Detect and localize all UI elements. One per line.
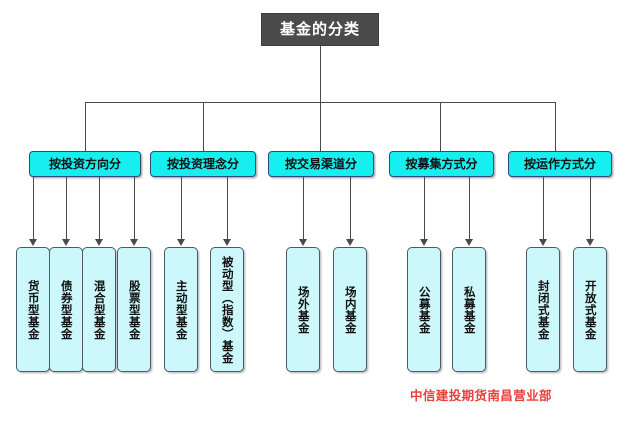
connector-arrow-head-4-2 bbox=[464, 239, 473, 246]
leaf-node-equity-fund: 股票型基金 bbox=[117, 247, 151, 372]
leaf-node-label: 公募基金 bbox=[417, 285, 432, 334]
category-node-label: 按运作方式分 bbox=[523, 157, 596, 171]
connector-drop-category-3 bbox=[319, 102, 321, 151]
leaf-node-active-fund: 主动型基金 bbox=[164, 247, 198, 372]
connector-arrow-line-1-4 bbox=[134, 177, 135, 240]
leaf-node-money-market-fund: 货币型基金 bbox=[16, 247, 50, 372]
footer-attribution: 中信建投期货南昌营业部 bbox=[410, 388, 552, 403]
leaf-node-exchange-traded-fund: 场内基金 bbox=[333, 247, 367, 372]
connector-arrow-line-2-1 bbox=[181, 177, 182, 240]
leaf-node-label: 货币型基金 bbox=[26, 279, 41, 340]
connector-drop-category-5 bbox=[555, 102, 556, 151]
connector-arrow-head-3-2 bbox=[345, 239, 354, 246]
connector-arrow-line-4-2 bbox=[469, 177, 470, 240]
connector-arrow-head-3-1 bbox=[298, 239, 307, 246]
leaf-node-label: 被动型（指数）基金 bbox=[220, 255, 235, 364]
leaf-node-label: 私募基金 bbox=[462, 285, 477, 334]
connector-arrow-line-2-2 bbox=[227, 177, 228, 240]
connector-arrow-head-2-2 bbox=[222, 239, 231, 246]
connector-arrow-line-3-2 bbox=[350, 177, 351, 240]
connector-arrow-head-5-1 bbox=[538, 239, 547, 246]
leaf-node-label: 场外基金 bbox=[296, 285, 311, 334]
leaf-node-label: 场内基金 bbox=[343, 285, 358, 334]
connector-arrow-head-1-3 bbox=[94, 239, 103, 246]
leaf-node-private-placement-fund: 私募基金 bbox=[452, 247, 486, 372]
leaf-node-passive-index-fund: 被动型（指数）基金 bbox=[210, 247, 244, 372]
leaf-node-bond-fund: 债券型基金 bbox=[49, 247, 83, 372]
connector-drop-category-2 bbox=[203, 102, 204, 151]
root-node-fund-classification: 基金的分类 bbox=[261, 13, 379, 46]
leaf-node-label: 封闭式基金 bbox=[536, 279, 551, 340]
connector-arrow-head-2-1 bbox=[176, 239, 185, 246]
connector-arrow-head-4-1 bbox=[419, 239, 428, 246]
connector-arrow-line-4-1 bbox=[424, 177, 425, 240]
connector-arrow-line-5-2 bbox=[590, 177, 591, 240]
connector-arrow-line-3-1 bbox=[303, 177, 304, 240]
leaf-node-closed-end-fund: 封闭式基金 bbox=[526, 247, 560, 372]
connector-arrow-line-1-3 bbox=[99, 177, 100, 240]
category-node-label: 按投资理念分 bbox=[166, 157, 239, 171]
leaf-node-public-offering-fund: 公募基金 bbox=[407, 247, 441, 372]
connector-arrow-line-5-1 bbox=[543, 177, 544, 240]
connector-drop-category-4 bbox=[440, 102, 441, 151]
connector-arrow-head-1-2 bbox=[61, 239, 70, 246]
category-node-label: 按募集方式分 bbox=[405, 157, 478, 171]
connector-drop-category-1 bbox=[85, 102, 86, 151]
leaf-node-label: 混合型基金 bbox=[92, 279, 107, 340]
category-node-by-investment-direction: 按投资方向分 bbox=[29, 151, 141, 177]
category-node-by-raising-method: 按募集方式分 bbox=[389, 151, 494, 177]
leaf-node-label: 主动型基金 bbox=[174, 279, 189, 340]
category-node-by-trading-channel: 按交易渠道分 bbox=[268, 151, 374, 177]
connector-arrow-line-1-2 bbox=[66, 177, 67, 240]
leaf-node-hybrid-fund: 混合型基金 bbox=[82, 247, 116, 372]
leaf-node-otc-fund: 场外基金 bbox=[286, 247, 320, 372]
leaf-node-label: 开放式基金 bbox=[583, 279, 598, 340]
leaf-node-label: 股票型基金 bbox=[127, 279, 142, 340]
category-node-by-investment-philosophy: 按投资理念分 bbox=[150, 151, 256, 177]
root-node-label: 基金的分类 bbox=[279, 20, 360, 38]
category-node-label: 按投资方向分 bbox=[48, 157, 121, 171]
connector-arrow-head-1-4 bbox=[129, 239, 138, 246]
connector-arrow-head-5-2 bbox=[585, 239, 594, 246]
category-node-by-operation-method: 按运作方式分 bbox=[508, 151, 612, 177]
leaf-node-open-end-fund: 开放式基金 bbox=[573, 247, 607, 372]
connector-root-stem bbox=[319, 46, 321, 102]
connector-arrow-head-1-1 bbox=[28, 239, 37, 246]
leaf-node-label: 债券型基金 bbox=[59, 279, 74, 340]
category-node-label: 按交易渠道分 bbox=[284, 157, 357, 171]
connector-arrow-line-1-1 bbox=[33, 177, 34, 240]
